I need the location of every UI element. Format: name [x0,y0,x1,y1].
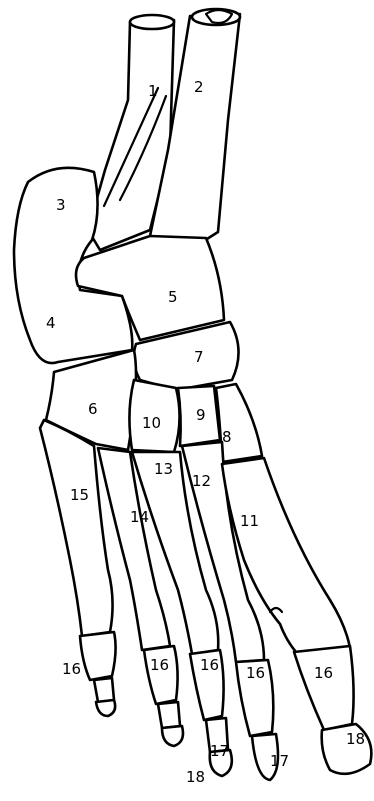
label-middle-phalanx-2: 17 [270,752,289,770]
label-proximal-phalanx-2: 16 [246,664,265,682]
label-metatarsal-2: 12 [192,472,211,490]
label-metatarsal-4: 14 [130,508,149,526]
label-cuneiform-lateral: 10 [142,414,161,432]
label-middle-phalanx-3: 17 [210,742,229,760]
label-proximal-phalanx-1: 16 [314,664,333,682]
label-calcaneus: 3 [56,196,66,214]
label-metatarsal-3: 13 [154,460,173,478]
label-cuboid: 6 [88,400,98,418]
label-calcaneus-body: 4 [46,314,56,332]
label-distal-phalanx-3: 18 [186,768,205,786]
label-proximal-phalanx-5: 16 [62,660,81,678]
label-navicular: 7 [194,348,204,366]
label-cuneiform-intermediate: 9 [196,406,206,424]
label-metatarsal-5: 15 [70,486,89,504]
proximal-phalanx-5 [80,632,116,716]
label-tibia: 1 [148,82,158,100]
label-cuneiform-medial: 8 [222,428,232,446]
label-talus: 5 [168,288,178,306]
label-distal-phalanx-1: 18 [346,730,365,748]
label-proximal-phalanx-4: 16 [150,656,169,674]
label-proximal-phalanx-3: 16 [200,656,219,674]
label-fibula: 2 [194,78,204,96]
label-metatarsal-1: 11 [240,512,259,530]
